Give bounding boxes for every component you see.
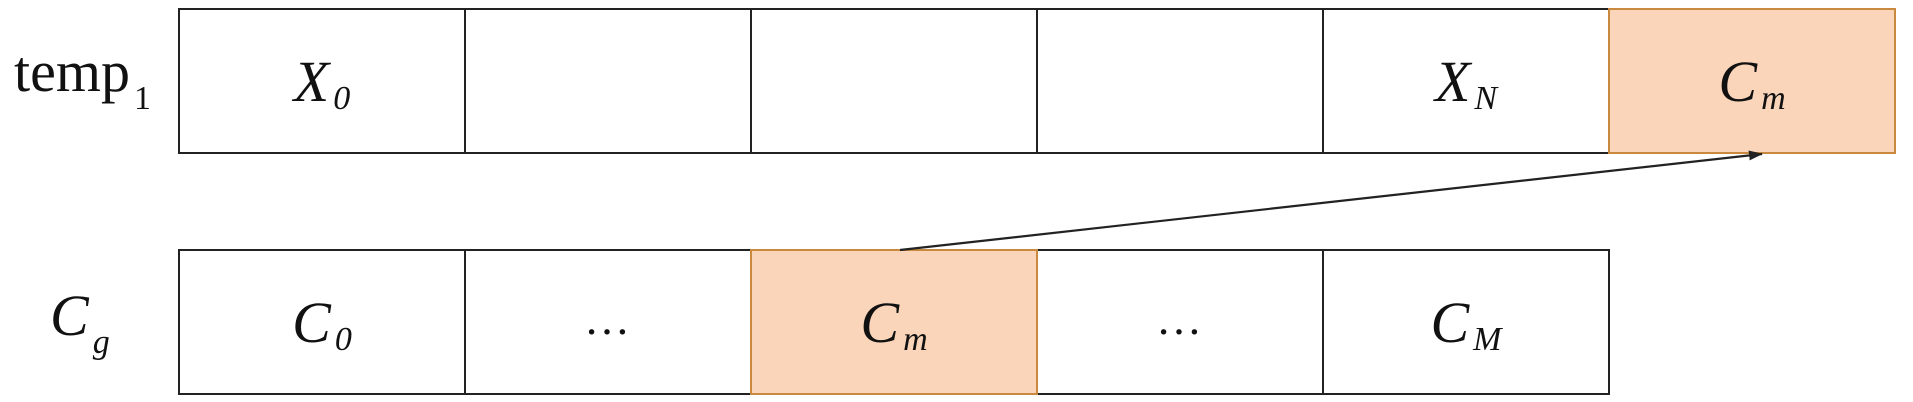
temp1-cell-3	[1036, 8, 1324, 154]
cell-main: X	[1434, 48, 1471, 114]
ellipsis: …	[584, 292, 632, 344]
row-label-sub: 1	[133, 80, 151, 117]
cg-cell-ellipsis-1: …	[464, 249, 752, 395]
arrow-line	[899, 150, 1763, 252]
cg-cell-ellipsis-2: …	[1036, 249, 1324, 395]
ellipsis: …	[1156, 292, 1204, 344]
cell-sub: m	[1761, 80, 1786, 117]
temp1-cell-1	[464, 8, 752, 154]
cell-sub: M	[1473, 321, 1502, 358]
cell-main: C	[1718, 48, 1758, 114]
cell-main: C	[1430, 289, 1470, 355]
cell-sub: N	[1474, 80, 1498, 117]
row-label-main: temp	[14, 39, 130, 104]
cell-sub: 0	[333, 80, 351, 117]
row-label-sub: g	[92, 324, 110, 361]
temp1-cell-2	[750, 8, 1038, 154]
cell-main: C	[860, 289, 900, 355]
cell-main: X	[293, 48, 330, 114]
cell-main: C	[292, 289, 331, 355]
cell-sub: 0	[334, 321, 352, 358]
row-label-main: C	[50, 283, 89, 348]
cell-sub: m	[903, 321, 928, 358]
